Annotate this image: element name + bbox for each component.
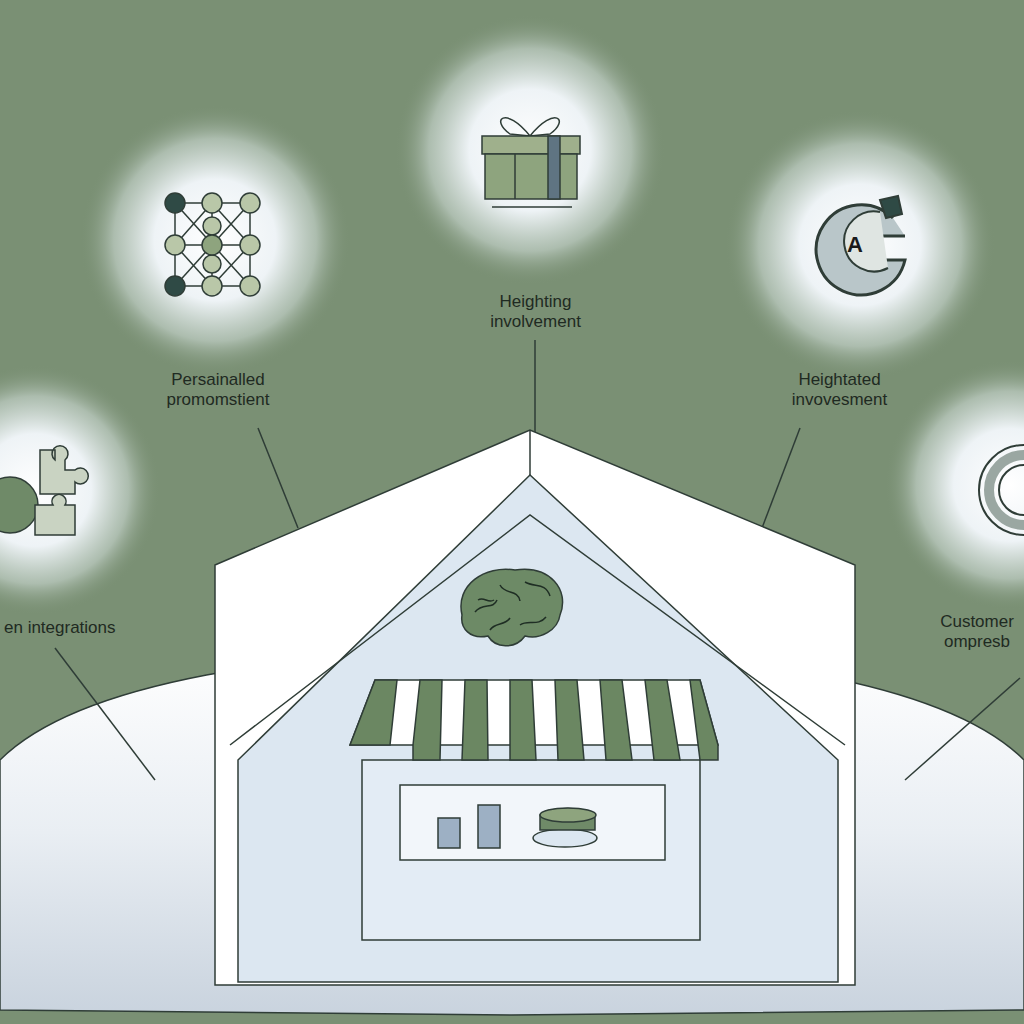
network-icon-part	[202, 193, 222, 213]
glow-circles-part	[395, 15, 665, 285]
network-icon-part	[203, 217, 221, 235]
gift-icon-part	[485, 154, 577, 199]
network-icon-part	[240, 235, 260, 255]
leader-lines-part	[258, 428, 298, 528]
gift-icon-part	[548, 136, 560, 199]
awning-part	[510, 680, 536, 760]
brain-icon-part	[461, 569, 563, 646]
awning-part	[690, 680, 718, 760]
callout-label: en integrations	[4, 618, 144, 638]
network-icon-part	[175, 203, 250, 286]
ring-icon-part	[999, 465, 1024, 515]
awning-part	[555, 680, 584, 760]
awning-part	[413, 680, 442, 760]
house-part	[478, 805, 500, 848]
puzzle-icon	[0, 446, 88, 535]
network-icon-part	[165, 276, 185, 296]
gift-icon-part	[482, 136, 580, 154]
awning-part	[600, 680, 632, 760]
brain-icon	[461, 569, 563, 646]
g-ring-icon-part	[816, 205, 905, 295]
network-icon-part	[202, 276, 222, 296]
callout-label: Customer ompresb	[934, 612, 1020, 651]
network-icon-part	[165, 193, 185, 213]
network-icon-part	[165, 235, 185, 255]
house-part	[215, 430, 855, 985]
callout-label: Persainalled promomstient	[143, 370, 293, 409]
awning	[350, 680, 718, 760]
g-ring-icon	[816, 196, 905, 295]
house-part	[540, 808, 596, 822]
glow-circles-part	[725, 110, 995, 380]
house	[215, 430, 855, 985]
callout-label: Heighting involvement	[458, 292, 613, 331]
glow-circles-part	[0, 365, 160, 615]
gift-icon	[482, 118, 580, 207]
house-part	[540, 809, 595, 830]
glow-circles-part	[80, 105, 350, 375]
house-part	[230, 515, 845, 745]
network-icon-part	[202, 235, 222, 255]
callout-label: Heightated invovesment	[762, 370, 917, 409]
network-icon-part	[240, 193, 260, 213]
network-icon-part	[240, 276, 260, 296]
ring-icon-part	[989, 455, 1024, 525]
network-icon-part	[203, 255, 221, 273]
house-part	[238, 475, 838, 982]
glow-circles-part	[885, 360, 1024, 610]
puzzle-icon-part	[40, 446, 88, 494]
gift-icon-part	[492, 206, 572, 208]
network-icon	[165, 193, 260, 296]
awning-part	[462, 680, 488, 760]
icon-letter: A	[843, 232, 867, 257]
gift-icon-part	[514, 154, 516, 199]
house-part	[533, 829, 597, 847]
gift-icon-part	[501, 118, 560, 136]
house-part	[438, 818, 460, 848]
leader-lines-part	[905, 678, 1020, 780]
brain-icon-part	[475, 582, 550, 630]
g-ring-icon-part	[880, 196, 902, 218]
awning-part	[645, 680, 680, 760]
leader-lines-part	[534, 340, 536, 432]
house-part	[529, 430, 531, 475]
puzzle-icon-part	[0, 477, 38, 533]
house-part	[400, 785, 665, 860]
leader-lines-part	[55, 648, 155, 780]
house-part	[362, 760, 700, 940]
ring-icon-part	[979, 445, 1024, 535]
ring-icon	[979, 445, 1024, 535]
leader-lines-part	[762, 428, 800, 528]
awning-part	[350, 680, 397, 745]
puzzle-icon-part	[35, 494, 75, 535]
network-icon-part	[175, 203, 250, 286]
